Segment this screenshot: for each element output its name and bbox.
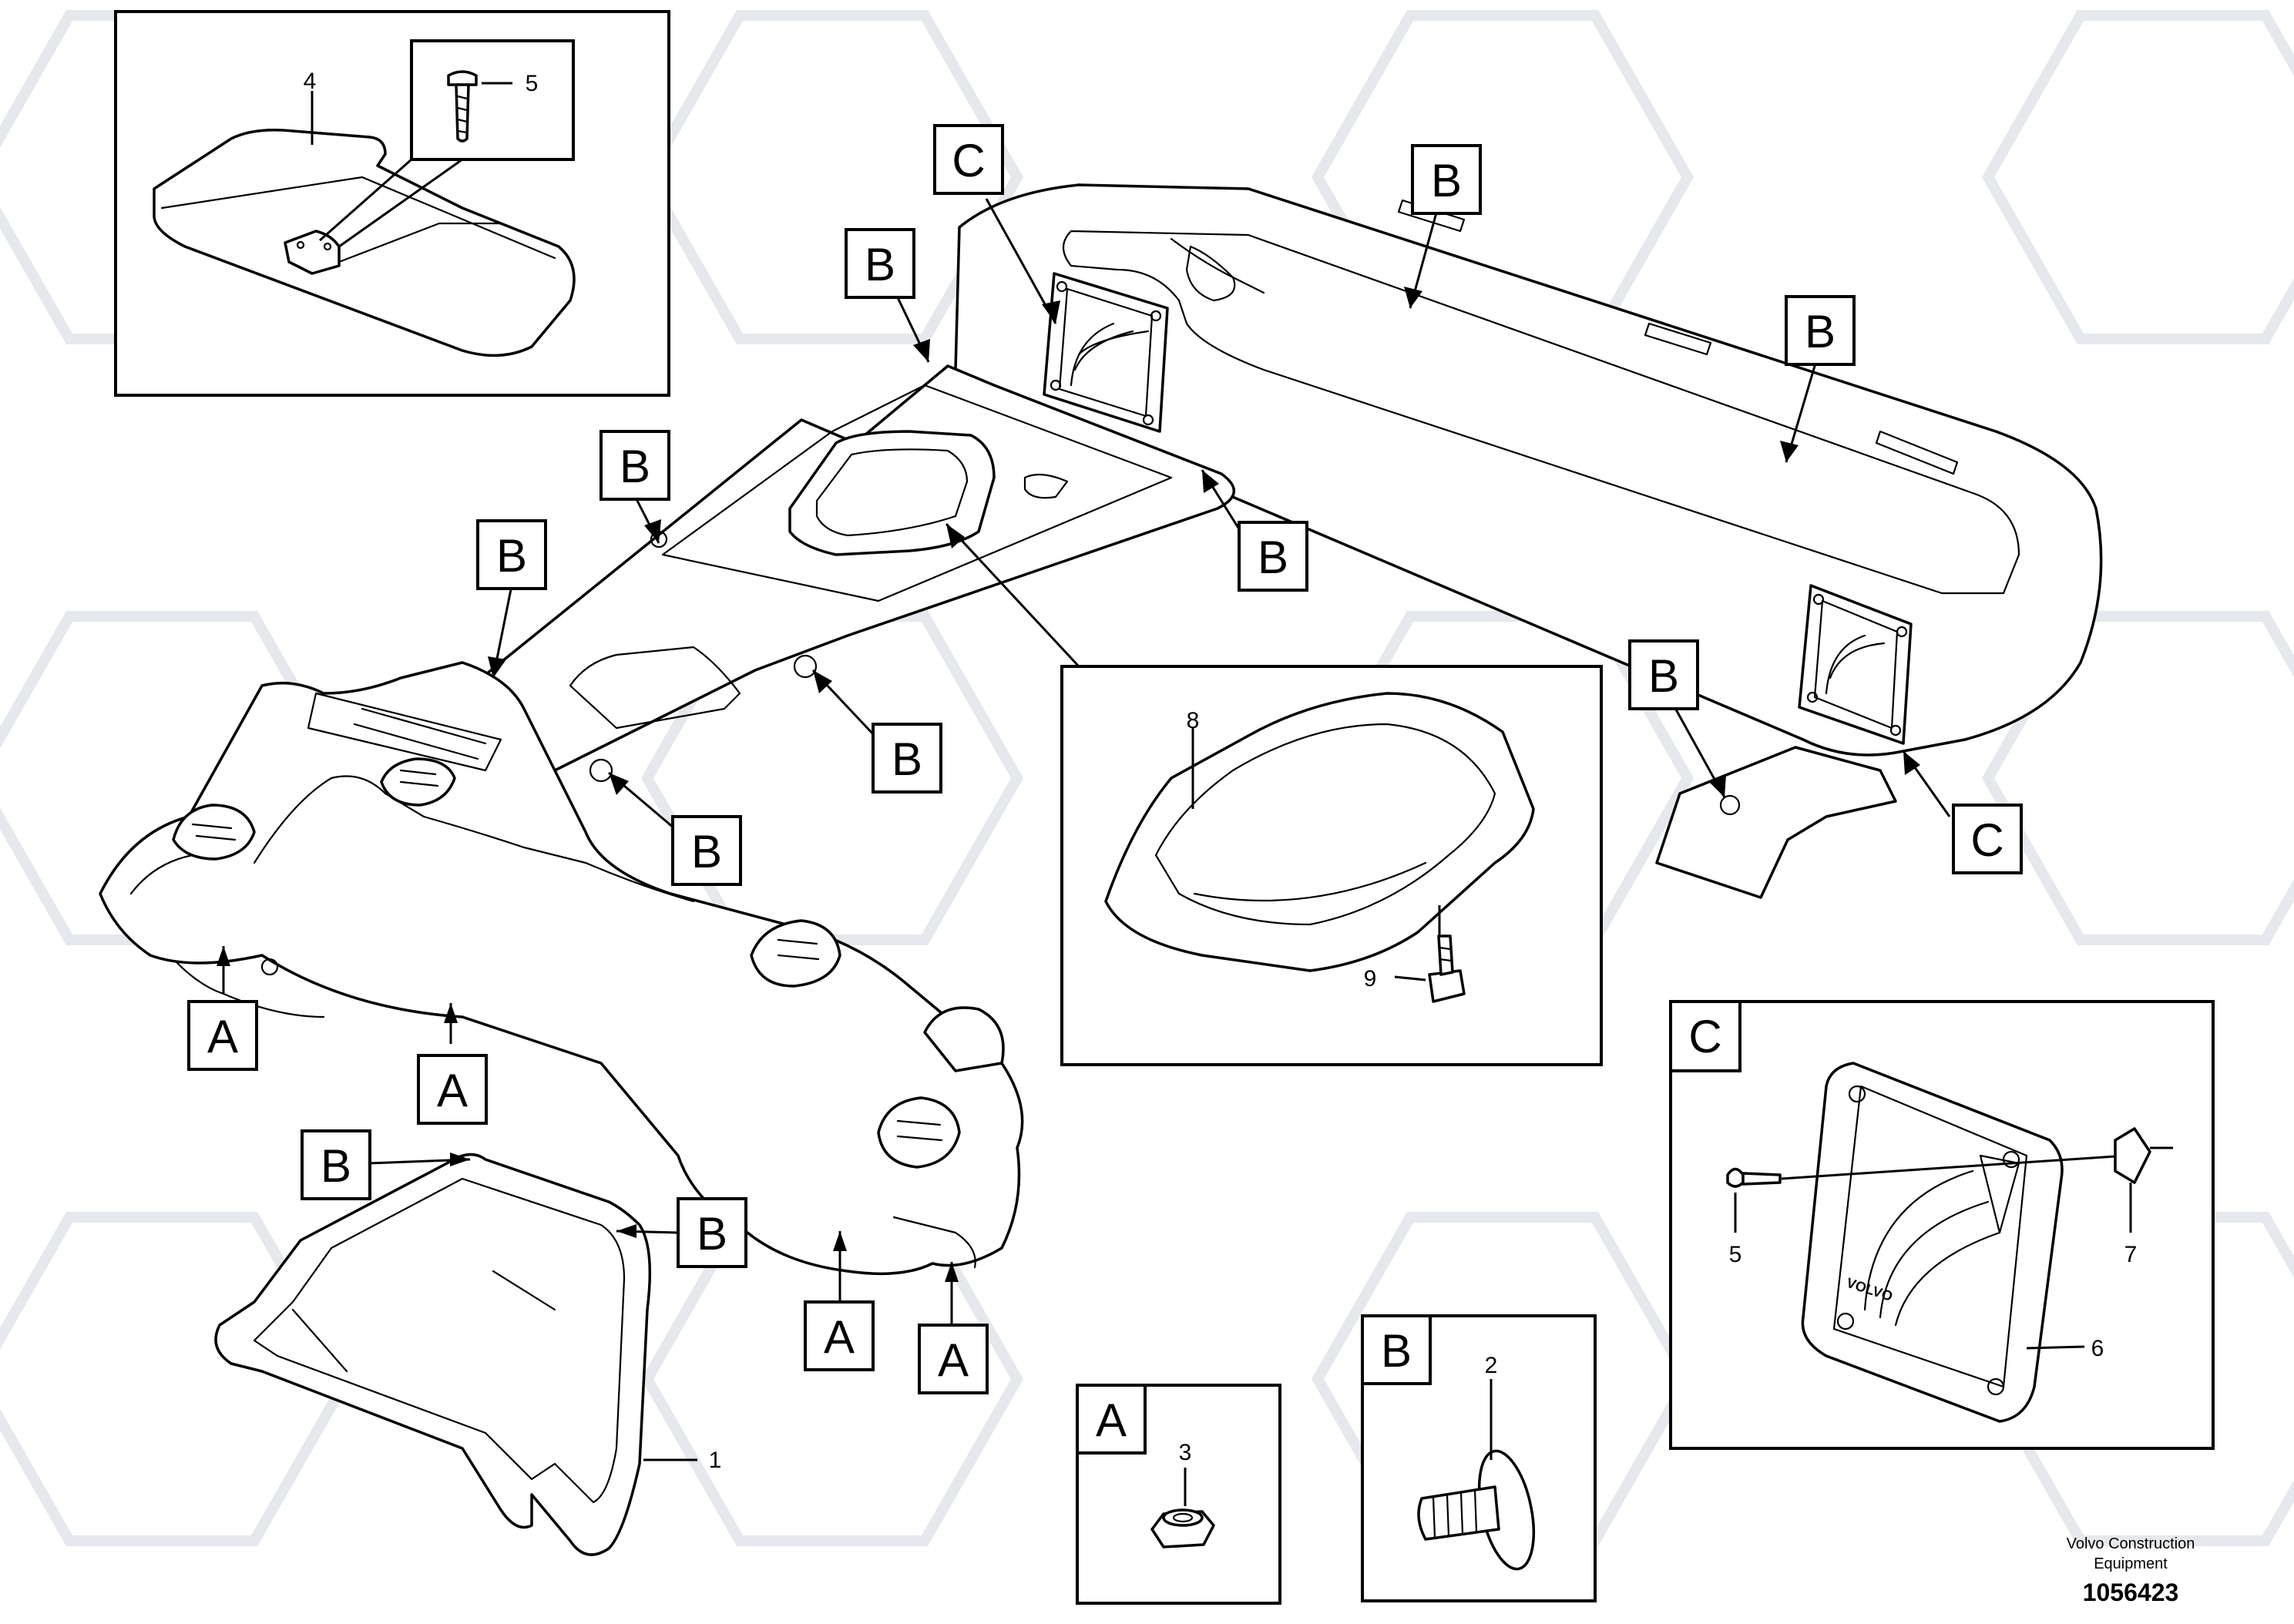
callout-b-3: B bbox=[1785, 295, 1856, 366]
callout-b-4: B bbox=[600, 430, 670, 501]
inset-a-label: A bbox=[1096, 1394, 1127, 1446]
callout-a-3-label: A bbox=[824, 1311, 855, 1363]
drawing-number: 1056423 bbox=[2083, 1579, 2179, 1606]
callout-b-2: B bbox=[845, 228, 915, 299]
part-number-5-detail: 5 bbox=[1729, 1242, 1742, 1267]
part-number-8: 8 bbox=[1187, 708, 1200, 733]
callout-b-9: B bbox=[671, 815, 742, 886]
callout-b-5-label: B bbox=[1258, 532, 1288, 583]
part-number-4: 4 bbox=[304, 69, 317, 94]
part-number-9: 9 bbox=[1364, 966, 1377, 992]
callout-c-top-label: C bbox=[952, 135, 985, 186]
callout-b-8-label: B bbox=[892, 733, 922, 785]
callout-a-1: A bbox=[187, 1000, 258, 1071]
callout-c-right: C bbox=[1952, 804, 2023, 874]
inset-lamp-cover bbox=[1060, 665, 1603, 1066]
callout-a-2: A bbox=[417, 1054, 488, 1125]
side-cover-part-1 bbox=[214, 1153, 652, 1556]
callout-a-4-label: A bbox=[938, 1334, 969, 1386]
inset-c-label: C bbox=[1688, 1011, 1721, 1062]
callout-leaders bbox=[217, 198, 1951, 1461]
part-number-1: 1 bbox=[709, 1448, 722, 1473]
part-numbers: 4 5 8 9 5 7 6 3 2 1 bbox=[304, 69, 2138, 1473]
inset-detail-a bbox=[1076, 1384, 1281, 1605]
inset-b-label: B bbox=[1381, 1325, 1412, 1377]
bracket-plate bbox=[1655, 746, 1897, 899]
callout-b-1: B bbox=[1411, 144, 1482, 215]
footer-company-line1: Volvo Construction bbox=[2067, 1535, 2195, 1552]
footer: Volvo Construction Equipment 1056423 bbox=[2067, 1535, 2195, 1606]
callout-c-right-label: C bbox=[1970, 814, 2003, 866]
callout-b-1-label: B bbox=[1431, 155, 1462, 206]
callout-a-3: A bbox=[804, 1300, 875, 1371]
callout-b-10: B bbox=[301, 1129, 371, 1200]
callout-a-4: A bbox=[918, 1324, 989, 1394]
floor-shelf bbox=[461, 364, 1236, 783]
callout-b-9-label: B bbox=[691, 826, 722, 877]
inset-detail-b bbox=[1361, 1314, 1597, 1602]
callout-b-11: B bbox=[677, 1197, 747, 1268]
callout-b-10-label: B bbox=[321, 1140, 351, 1192]
callout-b-7: B bbox=[1628, 639, 1699, 710]
callout-b-4-label: B bbox=[620, 441, 650, 492]
callout-a-1-label: A bbox=[207, 1011, 238, 1062]
callout-b-7-label: B bbox=[1648, 650, 1679, 702]
inset-sun-visor bbox=[114, 10, 670, 397]
callout-b-3-label: B bbox=[1805, 306, 1836, 357]
part-number-5-top: 5 bbox=[526, 71, 539, 96]
inset-detail-c: VOLVO bbox=[1669, 1000, 2215, 1450]
part-number-3: 3 bbox=[1179, 1440, 1192, 1465]
dashboard-panel bbox=[99, 661, 1024, 1276]
part-number-6: 6 bbox=[2091, 1336, 2104, 1361]
callout-b-11-label: B bbox=[697, 1208, 727, 1260]
footer-company-line2: Equipment bbox=[2094, 1555, 2168, 1572]
callout-b-8: B bbox=[872, 723, 942, 794]
callout-b-6: B bbox=[476, 519, 547, 590]
callout-b-6-label: B bbox=[496, 530, 527, 582]
part-number-7: 7 bbox=[2124, 1242, 2138, 1267]
callout-b-2-label: B bbox=[865, 239, 895, 290]
callout-b-5: B bbox=[1238, 521, 1308, 592]
callout-a-2-label: A bbox=[437, 1065, 468, 1116]
part-number-2: 2 bbox=[1485, 1353, 1498, 1378]
callout-boxes: C B B B B B B B B B C A A B B A A C A B bbox=[187, 124, 2023, 1446]
callout-c-top: C bbox=[933, 124, 1004, 195]
